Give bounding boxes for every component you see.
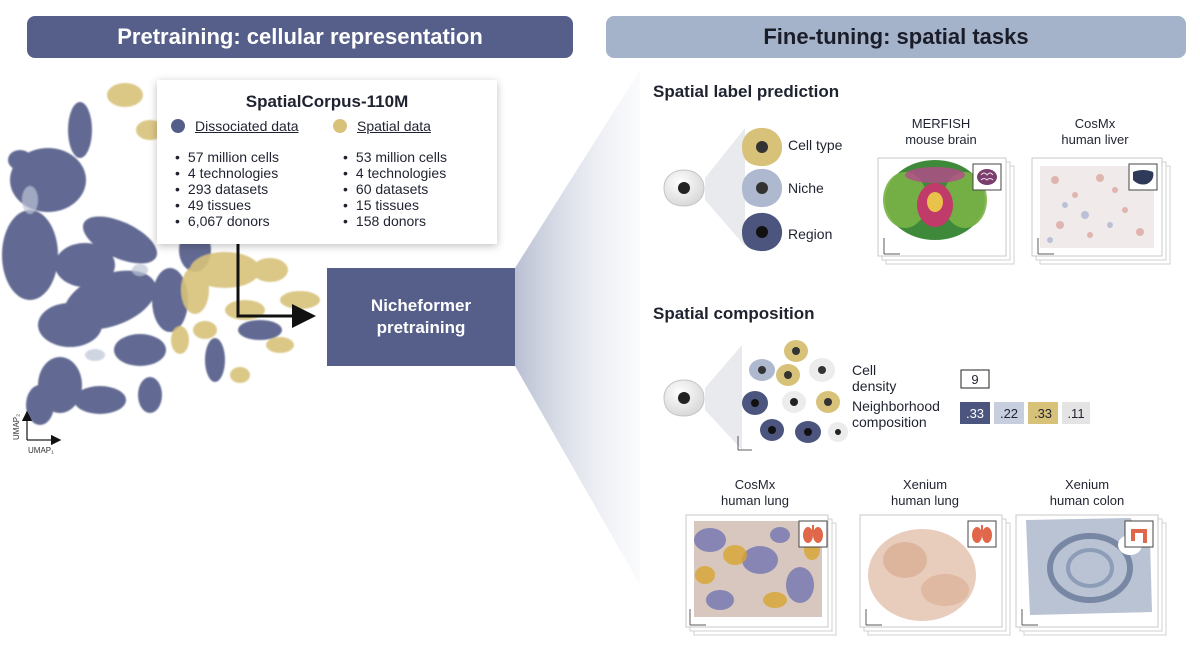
legend-spatial: Spatial data (333, 118, 431, 134)
corpus-title: SpatialCorpus-110M (245, 92, 409, 111)
composition-value-4: .11 (1067, 405, 1085, 421)
density-box (960, 369, 990, 389)
list-item: 293 datasets (175, 181, 279, 197)
list-item: 6,067 donors (175, 213, 279, 229)
umap-scatter (2, 83, 320, 425)
list-item: 49 tissues (175, 197, 279, 213)
composition-value-2: .22 (999, 405, 1019, 421)
composition-value-1: .33 (965, 405, 985, 421)
pill-bg-2 (994, 402, 1024, 424)
corpus-box: SpatialCorpus-110M Dissociated data Spat… (157, 80, 497, 244)
umap-x-label: UMAP₁ (28, 446, 54, 455)
composition-title: Spatial composition (653, 304, 815, 323)
pill-bg-3 (1028, 402, 1058, 424)
pretraining-arrow (236, 244, 316, 328)
liver-icon (1133, 170, 1154, 185)
dissociated-dot (171, 119, 185, 133)
spatial-dot (333, 119, 347, 133)
nicheformer-box: Nicheformer pretraining (327, 268, 515, 366)
list-item: 57 million cells (175, 149, 279, 165)
label-prediction-title: Spatial label prediction (653, 82, 840, 101)
neighborhood-line1: Neighborhood (852, 398, 940, 414)
cell-type-cell (742, 127, 783, 167)
list-item: 60 datasets (343, 181, 447, 197)
list-item: 158 donors (343, 213, 447, 229)
density-line2: density (852, 378, 897, 394)
list-item: 15 tissues (343, 197, 447, 213)
merfish-brain-card (877, 157, 1015, 265)
lung-icon-cosmx (803, 525, 823, 543)
xenium-lung-tissue: human lung (891, 493, 959, 508)
dissociated-stats: 57 million cells 4 technologies 293 data… (175, 149, 279, 229)
merfish-caption: MERFISH mouse brain (886, 116, 996, 148)
pill-bg-4 (1062, 402, 1090, 424)
cosmx-lung-card (685, 514, 837, 636)
merfish-tissue: mouse brain (905, 132, 977, 147)
xenium-lung-caption: Xenium human lung (870, 477, 980, 509)
xenium-lung-tech: Xenium (902, 477, 948, 492)
list-item: 4 technologies (175, 165, 279, 181)
cosmx-liver-tech: CosMx (1074, 116, 1116, 131)
neighborhood-cluster (737, 340, 848, 451)
cosmx-liver-tissue: human liver (1061, 132, 1129, 147)
cosmx-lung-tissue: human lung (721, 493, 789, 508)
label-cell-type: Cell type (788, 137, 843, 153)
finetuning-banner: Fine-tuning: spatial tasks (606, 16, 1186, 58)
spatial-stats: 53 million cells 4 technologies 60 datas… (343, 149, 447, 229)
cosmx-liver-caption: CosMx human liver (1040, 116, 1150, 148)
label-wedge (705, 128, 745, 246)
pretraining-banner: Pretraining: cellular representation (27, 16, 573, 58)
list-item: 53 million cells (343, 149, 447, 165)
label-region: Region (788, 226, 833, 242)
cosmx-lung-tech: CosMx (734, 477, 776, 492)
umap-axes (21, 410, 62, 446)
cosmx-liver-card (1031, 157, 1171, 265)
neighborhood-line2: composition (852, 414, 927, 430)
umap-y-label: UMAP₂ (12, 413, 21, 440)
density-value: 9 (971, 371, 979, 387)
spatial-label: Spatial data (357, 118, 431, 134)
nicheformer-line2: pretraining (376, 318, 466, 337)
composition-wedge (705, 345, 742, 450)
density-line1: Cell (852, 362, 877, 378)
label-single-cell (663, 169, 705, 207)
dissociated-label: Dissociated data (195, 118, 299, 134)
density-label: Cell density (852, 362, 896, 394)
background-cluster (22, 186, 148, 361)
lung-icon-xenium (972, 525, 992, 543)
pill-bg-1 (960, 402, 990, 424)
colon-icon (1131, 529, 1147, 543)
region-cell (742, 212, 783, 252)
composition-single-cell (663, 379, 705, 417)
pretraining-title: Pretraining: cellular representation (117, 24, 483, 49)
niche-cell (742, 168, 783, 208)
funnel-shape (515, 70, 640, 585)
xenium-colon-caption: Xenium human colon (1032, 477, 1142, 509)
label-niche: Niche (788, 180, 824, 196)
dissociated-cluster (2, 102, 282, 425)
legend-dissociated: Dissociated data (171, 118, 299, 134)
xenium-colon-tissue: human colon (1049, 493, 1125, 508)
brain-icon (977, 169, 997, 185)
composition-value-3: .33 (1033, 405, 1053, 421)
nicheformer-line1: Nicheformer (370, 296, 472, 315)
finetuning-title: Fine-tuning: spatial tasks (763, 24, 1029, 49)
merfish-tech: MERFISH (911, 116, 971, 131)
xenium-lung-card (859, 514, 1011, 636)
xenium-colon-tech: Xenium (1064, 477, 1110, 492)
neighborhood-label: Neighborhood composition (852, 398, 940, 430)
cosmx-lung-caption: CosMx human lung (700, 477, 810, 509)
xenium-colon-card (1015, 514, 1167, 636)
list-item: 4 technologies (343, 165, 447, 181)
